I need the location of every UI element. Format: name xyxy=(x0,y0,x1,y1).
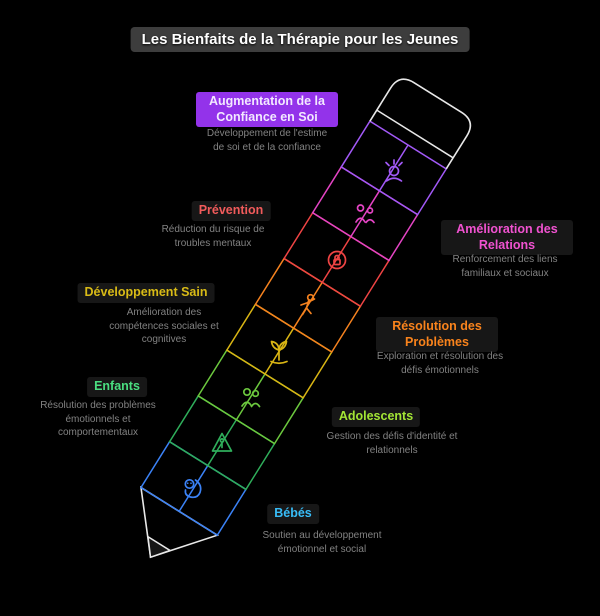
pencil-lead xyxy=(147,535,172,559)
pencil-segment-confidence xyxy=(340,120,448,216)
node-enfants-desc: Résolution des problèmes émotionnels et … xyxy=(40,400,156,438)
node-developpement-desc: Amélioration des compétences sociales et… xyxy=(109,307,219,345)
family-icon xyxy=(355,204,375,224)
pencil-eraser xyxy=(369,78,472,170)
mind-lock-icon xyxy=(327,250,347,270)
node-confidence-desc: Développement de l'estime de soi et de l… xyxy=(206,128,328,153)
mind-icon xyxy=(385,159,403,182)
node-prevention-desc: Réduction du risque de troubles mentaux xyxy=(161,224,265,249)
pencil-body xyxy=(139,78,472,559)
node-resolution-label: Résolution des Problèmes xyxy=(376,317,498,353)
node-bebes-desc: Soutien au développement émotionnel et s… xyxy=(262,530,382,555)
hazard-icon xyxy=(211,432,233,452)
node-confidence-label: Augmentation de la Confiance en Soi xyxy=(196,92,338,128)
baby-icon xyxy=(184,478,202,499)
page-title: Les Bienfaits de la Thérapie pour les Je… xyxy=(130,27,470,52)
growth-icon xyxy=(270,340,288,365)
node-resolution-desc: Exploration et résolution des défis émot… xyxy=(376,351,504,376)
helping-icon xyxy=(300,293,316,316)
eraser-band xyxy=(376,109,454,159)
node-adolescents-label: Adolescents xyxy=(331,407,421,427)
node-enfants-label: Enfants xyxy=(87,377,147,397)
children-icon xyxy=(241,387,261,408)
node-bebes-label: Bébés xyxy=(267,504,319,524)
node-prevention-label: Prévention xyxy=(191,201,271,221)
node-relations-label: Amélioration des Relations xyxy=(441,220,573,256)
node-developpement-label: Développement Sain xyxy=(77,283,215,303)
node-relations-desc: Renforcement des liens familiaux et soci… xyxy=(452,254,558,279)
node-adolescents-desc: Gestion des défis d'identité et relation… xyxy=(326,431,458,456)
